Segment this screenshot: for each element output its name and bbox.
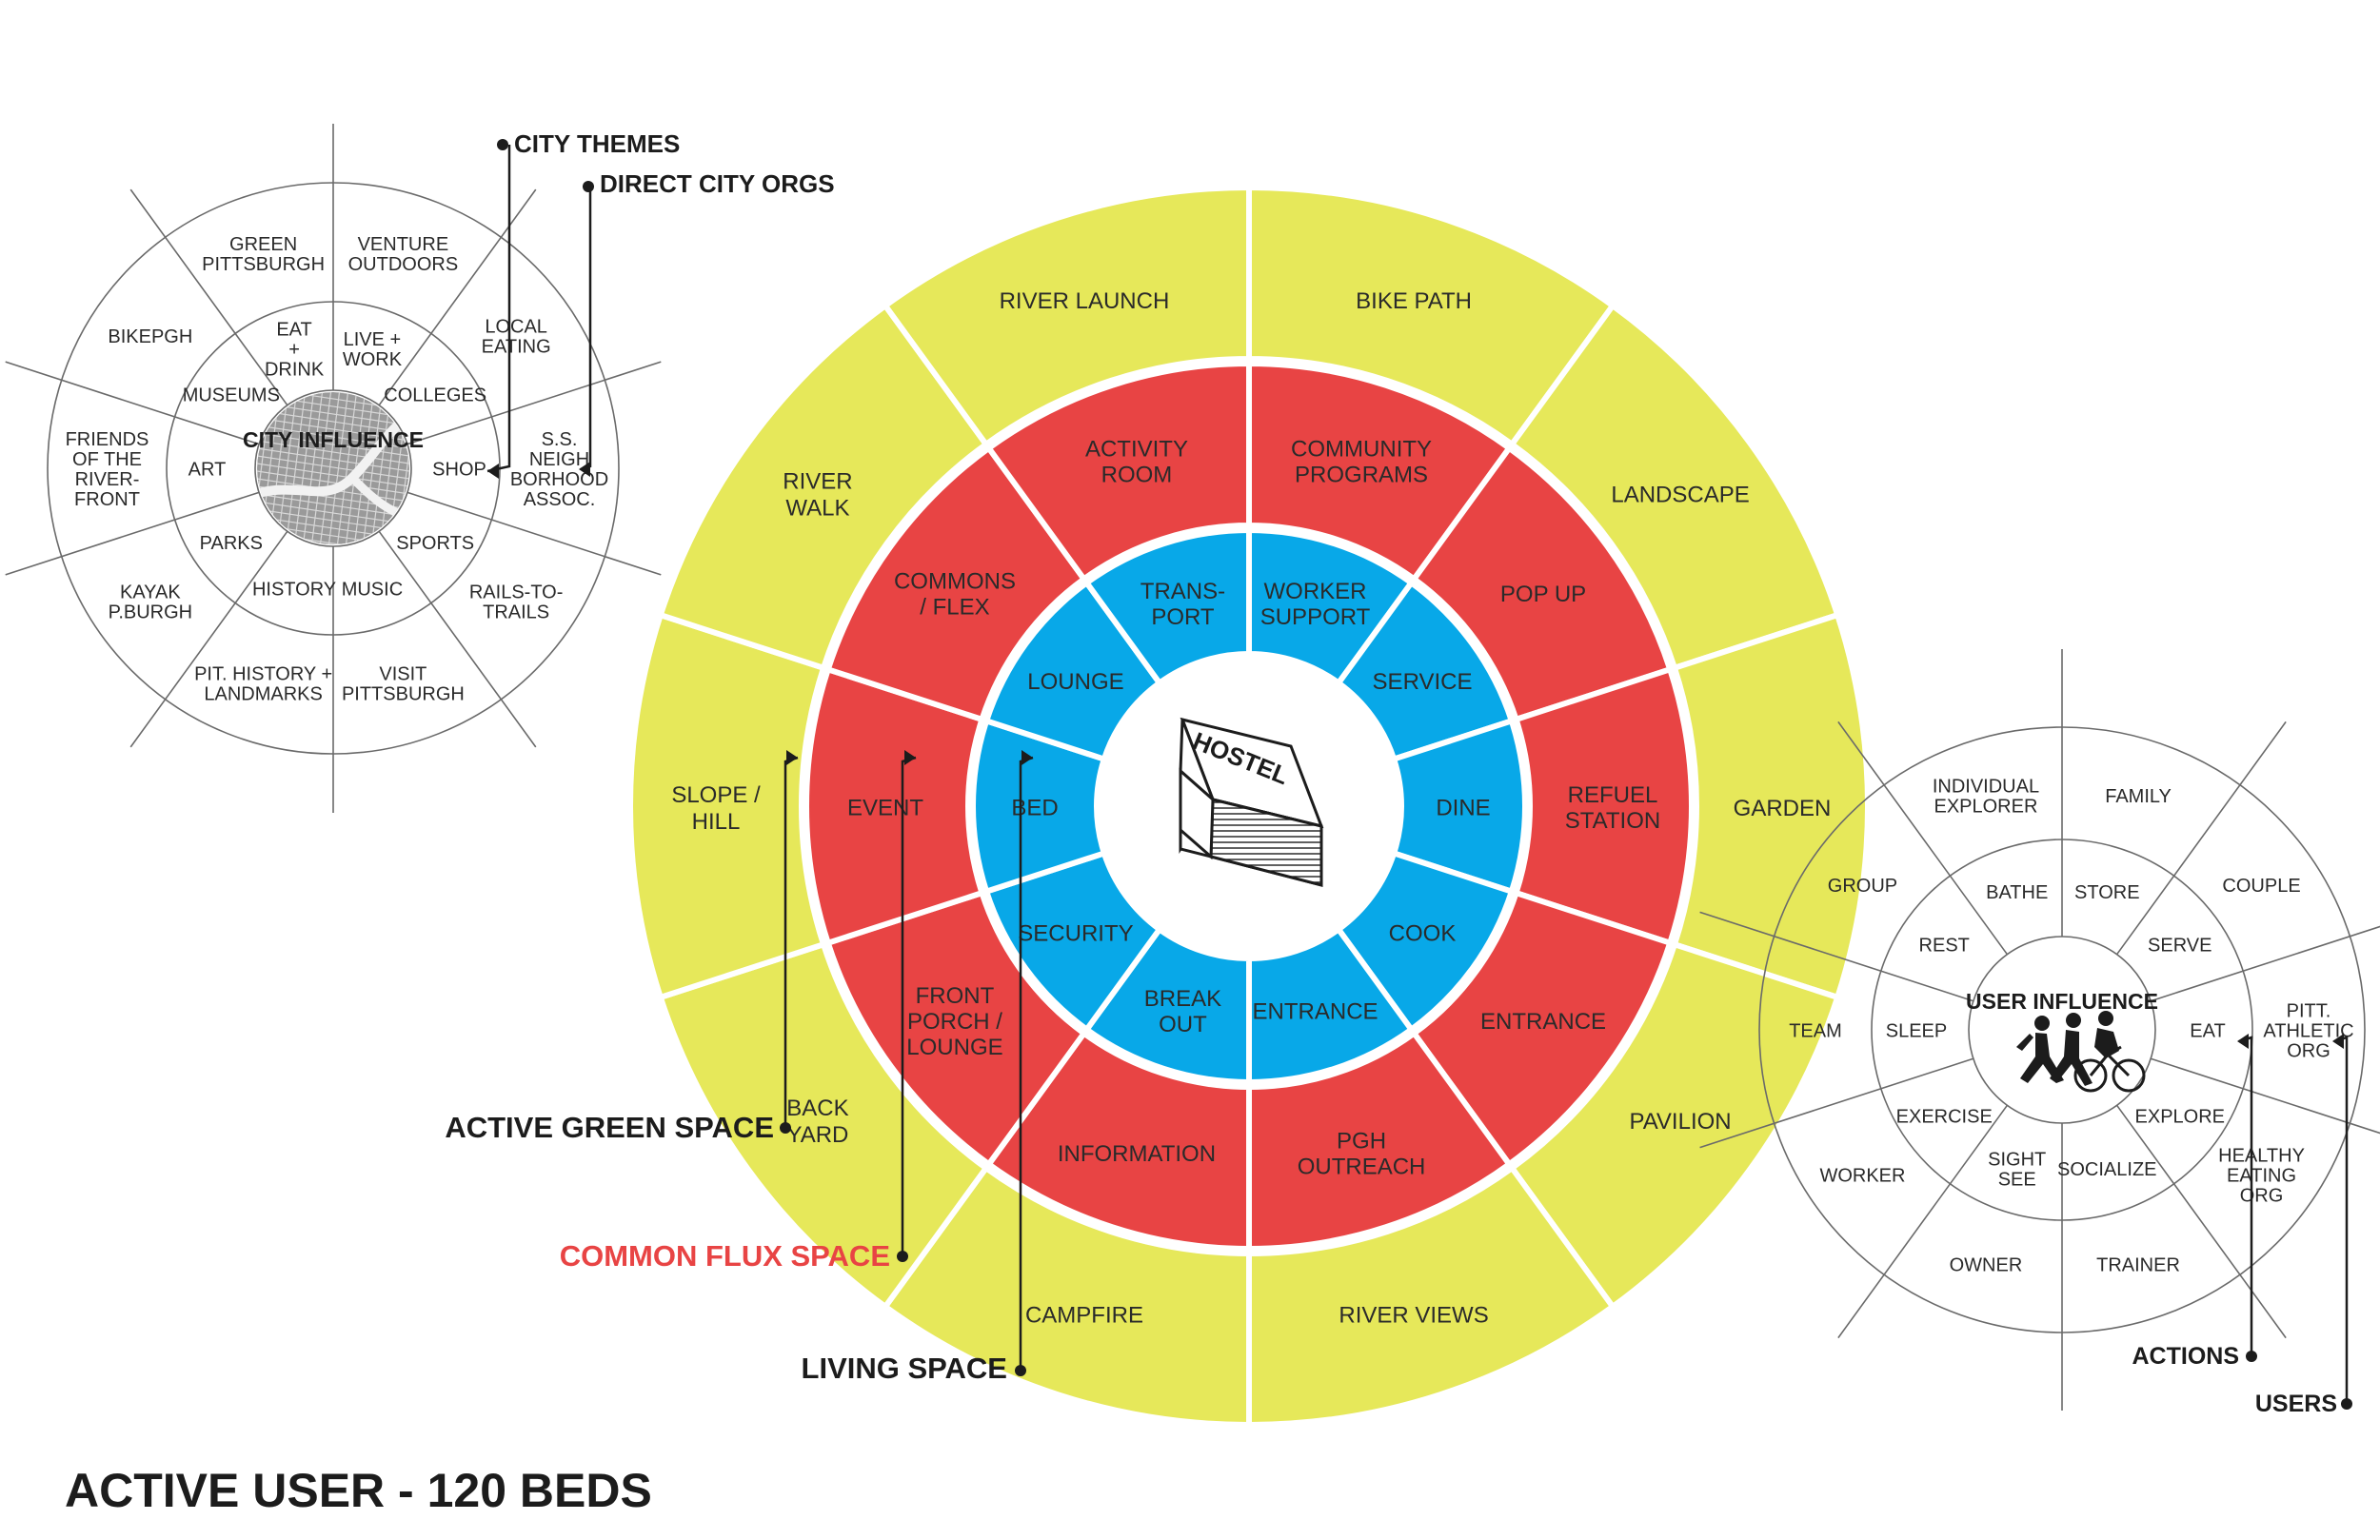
hostel-green-label-garden: GARDEN xyxy=(1734,796,1832,821)
user-influence-wheel: USER INFLUENCE STORE FAMILY SERVE COUPLE EAT… xyxy=(1699,649,2380,1411)
users-leader xyxy=(2333,1036,2349,1404)
city-inner-museums: MUSEUMS xyxy=(183,385,280,405)
city-inner-art: ART xyxy=(188,459,227,480)
hostel-green-label-bike-path: BIKE PATH xyxy=(1356,288,1472,314)
user-inner-rest: REST xyxy=(1919,935,1970,956)
hostel-living-sector-trans-port xyxy=(1082,526,1252,687)
direct-city-orgs-callout: DIRECT CITY ORGS xyxy=(600,169,835,198)
hostel-living-label-service: SERVICE xyxy=(1373,669,1473,695)
common-flux-space-callout: COMMON FLUX SPACE xyxy=(560,1239,890,1273)
user-outer-worker: WORKER xyxy=(1819,1166,1905,1187)
city-inner-live-work: LIVE +WORK xyxy=(343,329,403,370)
active-green-space-callout: ACTIVE GREEN SPACE xyxy=(445,1111,774,1144)
user-inner-serve: SERVE xyxy=(2148,935,2211,956)
user-inner-bathe: BATHE xyxy=(1986,882,2048,903)
hostel-living-label-lounge: LOUNGE xyxy=(1027,669,1123,695)
hostel-green-label-pavilion: PAVILION xyxy=(1629,1109,1731,1135)
hostel-living-label-security: SECURITY xyxy=(1018,921,1133,947)
city-inner-sports: SPORTS xyxy=(396,533,474,554)
hostel-green-label-slope-hill: SLOPE /HILL xyxy=(671,782,761,835)
user-outer-family: FAMILY xyxy=(2105,786,2172,807)
actions-callout: ACTIONS xyxy=(2132,1343,2240,1370)
city-inner-shop: SHOP xyxy=(432,459,486,480)
city-inner-colleges: COLLEGES xyxy=(384,385,486,405)
users-callout: USERS xyxy=(2255,1391,2337,1417)
city-inner-music: MUSIC xyxy=(342,579,403,600)
hostel-flux-sector-activity-room xyxy=(984,360,1252,583)
user-inner-store: STORE xyxy=(2074,882,2140,903)
hostel-living-label-bed: BED xyxy=(1011,795,1058,820)
page-title: ACTIVE USER - 120 BEDS xyxy=(65,1464,652,1517)
user-outer-team: TEAM xyxy=(1789,1020,1842,1041)
hostel-green-label-river-views: RIVER VIEWS xyxy=(1339,1302,1488,1328)
user-outer-group: GROUP xyxy=(1828,876,1897,897)
city-inner-history: HISTORY xyxy=(252,579,336,600)
hostel-green-label-river-launch: RIVER LAUNCH xyxy=(1000,288,1170,314)
hostel-living-label-cook: COOK xyxy=(1389,921,1457,947)
living-space-callout: LIVING SPACE xyxy=(802,1352,1007,1385)
runners-cyclist-icon xyxy=(2016,1011,2146,1093)
city-themes-callout: CITY THEMES xyxy=(514,129,680,158)
user-inner-explore: EXPLORE xyxy=(2135,1106,2225,1127)
hostel-flux-label-event: EVENT xyxy=(847,795,923,820)
hostel-flux-label-information: INFORMATION xyxy=(1058,1141,1216,1167)
city-outer-rails-to-trails: RAILS-TO-TRAILS xyxy=(469,582,564,622)
city-themes-leader xyxy=(486,145,511,473)
city-outer-pit-history-landmarks: PIT. HISTORY +LANDMARKS xyxy=(194,664,332,705)
user-inner-eat: EAT xyxy=(2190,1020,2225,1041)
user-outer-couple: COUPLE xyxy=(2222,876,2300,897)
city-influence-title: CITY INFLUENCE xyxy=(243,427,424,452)
hostel-house-icon: HOSTEL xyxy=(1179,717,1324,887)
hostel-green-label-landscape: LANDSCAPE xyxy=(1611,483,1749,508)
hostel-green-label-campfire: CAMPFIRE xyxy=(1025,1302,1143,1328)
hostel-living-label-dine: DINE xyxy=(1436,795,1490,820)
user-inner-socialize: SOCIALIZE xyxy=(2057,1159,2156,1180)
hostel-program-wheel: BIKE PATH LANDSCAPE GARDEN PAVILION RIVER VI… xyxy=(625,183,1873,1430)
hostel-flux-label-pop-up: POP UP xyxy=(1500,582,1586,607)
hostel-green-sector-river-launch xyxy=(881,184,1252,448)
hostel-flux-label-commons-flex: COMMONS/ FLEX xyxy=(894,568,1016,620)
city-map-icon xyxy=(257,392,409,544)
hostel-flux-label-entrance: ENTRANCE xyxy=(1480,1009,1606,1035)
user-inner-sleep: SLEEP xyxy=(1886,1020,1947,1041)
city-inner-eat-drink: EAT+DRINK xyxy=(265,319,325,380)
hostel-living-label-trans-port: TRANS-PORT xyxy=(1140,579,1225,630)
city-inner-parks: PARKS xyxy=(200,533,263,554)
user-inner-exercise: EXERCISE xyxy=(1896,1106,1993,1127)
city-outer-bikepgh: BIKEPGH xyxy=(108,326,192,347)
user-influence-title: USER INFLUENCE xyxy=(1966,989,2158,1014)
user-outer-owner: OWNER xyxy=(1950,1255,2023,1276)
hostel-living-label-entrance: ENTRANCE xyxy=(1253,998,1378,1024)
user-outer-trainer: TRAINER xyxy=(2096,1255,2180,1276)
